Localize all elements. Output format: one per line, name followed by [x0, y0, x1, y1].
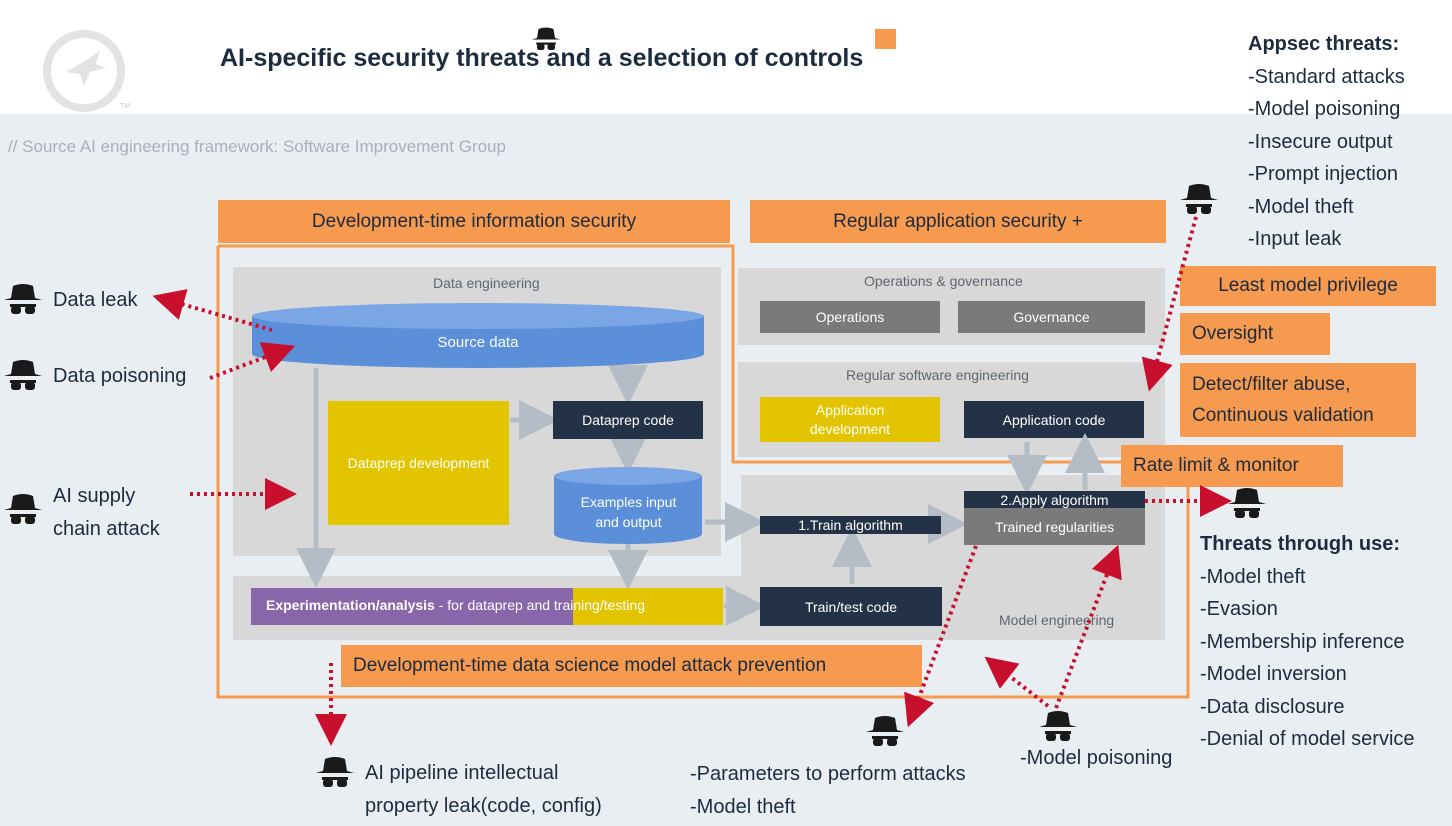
- use-threat-item: -Model inversion: [1200, 663, 1347, 685]
- hacker-icon: [4, 360, 42, 390]
- application-development-box: Application development: [760, 397, 940, 442]
- parameters-line1: -Parameters to perform attacks: [690, 763, 966, 785]
- hacker-icon: [4, 284, 42, 314]
- least-privilege-banner: Least model privilege: [1180, 266, 1436, 306]
- ip-leak-line1: AI pipeline intellectual: [365, 762, 559, 784]
- continuous-validation-line: Continuous validation: [1192, 405, 1374, 426]
- apply-algorithm-box: 2.Apply algorithm: [964, 491, 1145, 508]
- regular-appsec-banner: Regular application security +: [750, 200, 1166, 243]
- dev-prevention-banner: Development-time data science model atta…: [341, 645, 922, 687]
- model-poisoning-label: -Model poisoning: [1020, 747, 1173, 769]
- hacker-icon: [4, 494, 42, 524]
- arrow-icon: [209, 342, 296, 380]
- use-threat-item: -Data disclosure: [1200, 695, 1345, 718]
- arrow-icon: [984, 656, 1050, 708]
- appsec-threat-item: -Model theft: [1248, 195, 1354, 218]
- detect-filter-banner: Detect/filter abuse, Continuous validati…: [1180, 363, 1416, 437]
- orange-square-decoration: [875, 29, 896, 49]
- hacker-icon: [531, 27, 561, 50]
- appsec-threat-item: -Insecure output: [1248, 130, 1393, 153]
- detect-filter-line: Detect/filter abuse,: [1192, 374, 1351, 395]
- data-leak-label: Data leak: [53, 289, 138, 311]
- appsec-threats-heading: Appsec threats:: [1248, 33, 1400, 55]
- appsec-threat-item: -Standard attacks: [1248, 65, 1405, 88]
- examples-cylinder: [554, 467, 702, 544]
- appsec-threat-item: -Prompt injection: [1248, 163, 1399, 185]
- dataprep-development-box: Dataprep development: [328, 401, 509, 525]
- use-threat-item: -Model theft: [1200, 565, 1306, 588]
- experimentation-label-rest: - for dataprep and training/testing: [434, 597, 645, 613]
- hacker-icon: [316, 757, 354, 787]
- data-engineering-label: Data engineering: [433, 275, 540, 291]
- experimentation-purple-segment: [251, 588, 573, 625]
- supply-chain-line1: AI supply: [53, 485, 136, 507]
- use-threat-item: -Evasion: [1200, 598, 1278, 620]
- data-poisoning-label: Data poisoning: [53, 365, 187, 387]
- application-development-line1: Application: [815, 402, 885, 419]
- source-data-cylinder: [252, 303, 704, 368]
- hacker-icon: [1180, 184, 1218, 214]
- source-caption: // Source AI engineering framework: Soft…: [8, 137, 506, 156]
- train-test-code-box: Train/test code: [760, 587, 942, 626]
- experimentation-label: Experimentation/analysis - for dataprep …: [266, 597, 645, 613]
- ip-leak-label: AI pipeline intellectual property leak(c…: [365, 757, 602, 823]
- supply-chain-line2: chain attack: [53, 518, 160, 540]
- arrow-icon: [904, 545, 978, 728]
- svg-text:TM: TM: [120, 103, 130, 110]
- model-engineering-label: Model engineering: [999, 612, 1115, 628]
- rate-limit-banner: Rate limit & monitor: [1121, 445, 1343, 487]
- appsec-threats-list: Appsec threats: -Standard attacks -Model…: [1248, 28, 1405, 256]
- experimentation-label-bold: Experimentation/analysis: [266, 597, 435, 613]
- regular-software-label: Regular software engineering: [846, 367, 1029, 383]
- appsec-threat-item: -Input leak: [1248, 228, 1342, 250]
- examples-label-line2: and output: [595, 514, 662, 530]
- operations-governance-label: Operations & governance: [864, 273, 1023, 289]
- dataprep-code-box: Dataprep code: [553, 401, 703, 439]
- appsec-threat-item: -Model poisoning: [1248, 98, 1401, 120]
- use-threats-list: Threats through use: -Model theft -Evasi…: [1200, 528, 1415, 756]
- arrow-icon: [1141, 216, 1198, 392]
- owasp-logo-icon: TM: [43, 30, 130, 112]
- parameters-line2: -Model theft: [690, 796, 796, 818]
- ip-leak-line2: property leak(code, config): [365, 795, 602, 817]
- application-code-box: Application code: [964, 401, 1144, 438]
- application-development-line2: development: [809, 420, 891, 437]
- oversight-banner: Oversight: [1180, 313, 1330, 355]
- hacker-icon: [1228, 488, 1266, 518]
- arrow-icon: [152, 289, 273, 332]
- examples-label: Examples input and output: [553, 492, 704, 532]
- supply-chain-label: AI supply chain attack: [53, 480, 160, 546]
- experimentation-yellow-segment: [573, 588, 723, 625]
- examples-label-line1: Examples input: [580, 494, 677, 510]
- dev-infosec-banner: Development-time information security: [218, 200, 730, 243]
- parameters-label: -Parameters to perform attacks -Model th…: [690, 758, 966, 824]
- source-data-label: Source data: [437, 334, 519, 351]
- use-threat-item: -Membership inference: [1200, 630, 1405, 653]
- governance-box: Governance: [958, 301, 1145, 333]
- hacker-icon: [1039, 711, 1077, 741]
- use-threat-item: -Denial of model service: [1200, 728, 1415, 750]
- train-algorithm-box: 1.Train algorithm: [760, 516, 941, 534]
- trained-regularities-box: Trained regularities: [964, 508, 1145, 545]
- operations-box: Operations: [760, 301, 940, 333]
- use-threats-heading: Threats through use:: [1200, 533, 1401, 555]
- hacker-icon: [866, 716, 904, 746]
- arrow-icon: [1054, 544, 1122, 709]
